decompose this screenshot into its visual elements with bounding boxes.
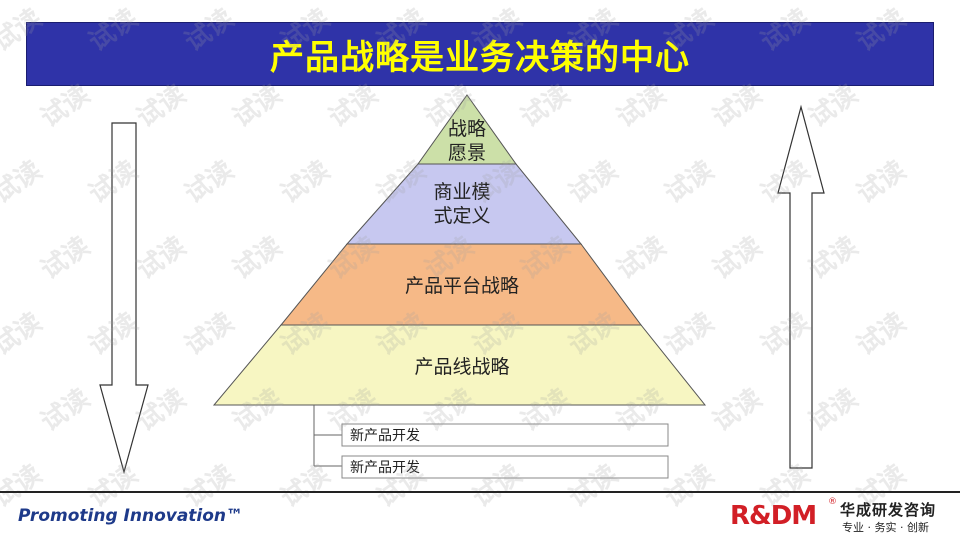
layer-label-vision-2: 愿景 bbox=[448, 142, 486, 164]
title-bar: 产品战略是业务决策的中心 bbox=[26, 22, 934, 86]
layer-label-vision-1: 战略 bbox=[448, 118, 486, 140]
up-arrow-icon bbox=[777, 104, 825, 469]
company-logo: R&DM ® 华成研发咨询 专业 · 务实 · 创新 bbox=[730, 497, 950, 537]
connector-line bbox=[313, 405, 342, 467]
layer-label-model-1: 商业模 bbox=[433, 181, 490, 203]
sub-item-label-1: 新产品开发 bbox=[350, 428, 420, 444]
layer-label-platform: 产品平台战略 bbox=[405, 275, 519, 297]
layer-label-product-line: 产品线战略 bbox=[414, 356, 509, 378]
logo-registered: ® bbox=[828, 497, 837, 507]
page-title: 产品战略是业务决策的中心 bbox=[270, 37, 690, 78]
logo-mark: R&DM bbox=[730, 501, 817, 531]
logo-tagline: 专业 · 务实 · 创新 bbox=[842, 521, 929, 534]
footer-divider bbox=[0, 491, 960, 493]
down-arrow-icon bbox=[99, 122, 149, 475]
logo-name: 华成研发咨询 bbox=[840, 501, 937, 519]
sub-item-label-2: 新产品开发 bbox=[350, 460, 420, 476]
pyramid-layer-product-line bbox=[212, 324, 707, 406]
sub-item-box-2 bbox=[341, 455, 669, 479]
pyramid-layer-business-model bbox=[345, 163, 583, 245]
sub-item-box-1 bbox=[341, 423, 669, 447]
layer-label-model-2: 式定义 bbox=[433, 205, 490, 227]
footer-slogan: Promoting Innovation™ bbox=[18, 506, 244, 526]
